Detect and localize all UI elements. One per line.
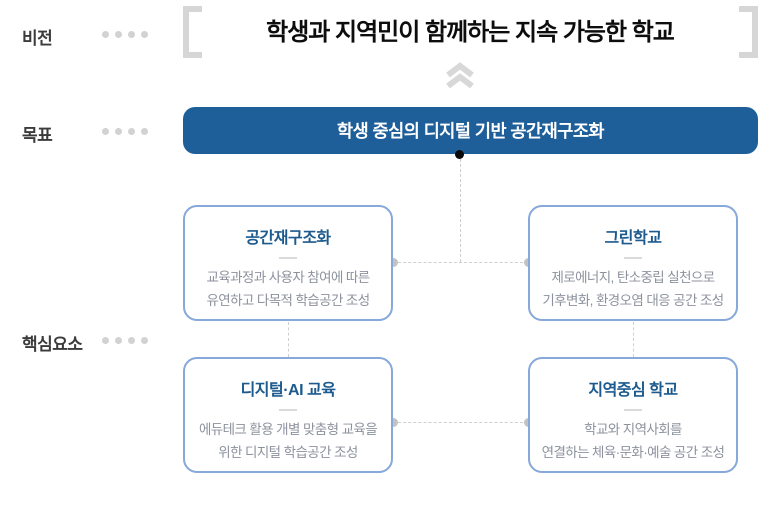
core-box-body: 제로에너지, 탄소중립 실천으로 기후변화, 환경오염 대응 공간 조성 [542,270,724,308]
goal-connector-dot [455,150,464,159]
core-elements-label: 핵심요소 [22,335,83,354]
dot-icon [102,337,109,344]
core-box-space-restructuring: 공간재구조화 교육과정과 사용자 참여에 따른 유연하고 다목적 학습공간 조성 [183,205,393,321]
vision-title: 학생과 지역민이 함께하는 지속 가능한 학교 [266,19,675,46]
core-box-title: 디지털·AI 교육 [240,382,336,399]
dot-icon [115,128,122,135]
dot-icon [141,31,148,38]
connector-node-left-bottom [389,418,398,427]
core-box-body: 교육과정과 사용자 참여에 따른 유연하고 다목적 학습공간 조성 [206,270,370,308]
connector-node-left-top [389,258,398,267]
double-chevron-up-icon [444,62,476,94]
dot-icon [128,337,135,344]
dot-icon [141,128,148,135]
goal-label: 목표 [22,126,53,145]
box-divider [279,409,297,411]
core-dots-icon [102,337,148,344]
connector-hline-bottom [393,422,528,423]
left-bracket-icon [183,6,202,58]
vision-dots-icon [102,31,148,38]
right-bracket-icon [739,6,758,58]
connector-vline-center [460,159,461,262]
core-box-title: 지역중심 학교 [588,382,678,399]
dot-icon [128,31,135,38]
box-divider [624,409,642,411]
connector-hline-top [393,262,528,263]
dot-icon [128,128,135,135]
goal-dots-icon [102,128,148,135]
dot-icon [115,337,122,344]
goal-bar: 학생 중심의 디지털 기반 공간재구조화 [183,107,758,154]
core-box-title: 그린학교 [604,230,662,247]
core-box-body: 학교와 지역사회를 연결하는 체육·문화·예술 공간 조성 [541,422,725,460]
core-box-community-centered-school: 지역중심 학교 학교와 지역사회를 연결하는 체육·문화·예술 공간 조성 [528,357,738,473]
connector-vline-right-column [633,322,634,357]
box-divider [279,257,297,259]
core-box-body: 에듀테크 활용 개별 맞춤형 교육을 위한 디지털 학습공간 조성 [198,422,378,460]
box-divider [624,257,642,259]
core-box-digital-ai-education: 디지털·AI 교육 에듀테크 활용 개별 맞춤형 교육을 위한 디지털 학습공간… [183,357,393,473]
connector-vline-left-column [288,322,289,357]
vision-label: 비전 [22,29,53,48]
dot-icon [141,337,148,344]
dot-icon [102,31,109,38]
dot-icon [115,31,122,38]
core-box-title: 공간재구조화 [245,230,331,247]
goal-title: 학생 중심의 디지털 기반 공간재구조화 [336,121,605,141]
dot-icon [102,128,109,135]
core-box-green-school: 그린학교 제로에너지, 탄소중립 실천으로 기후변화, 환경오염 대응 공간 조… [528,205,738,321]
